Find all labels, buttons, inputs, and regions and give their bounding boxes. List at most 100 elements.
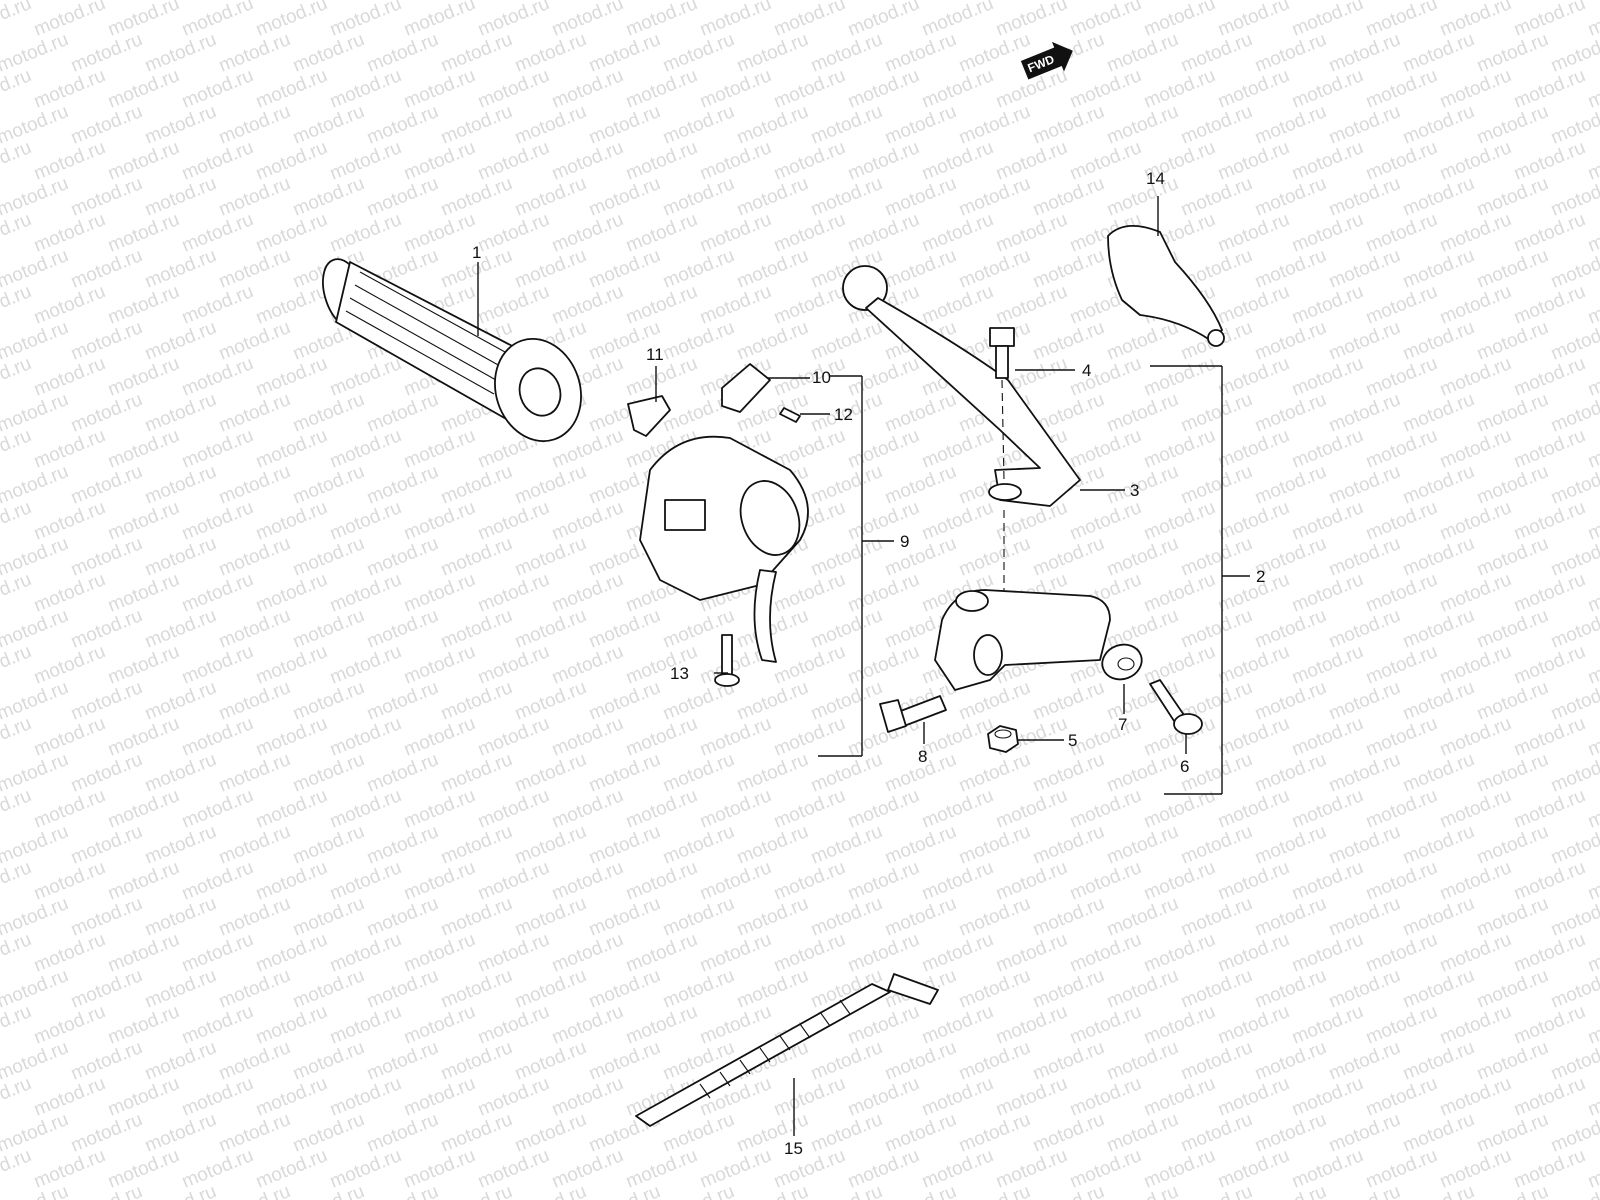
watermark-text: motod.ru [1067,353,1144,401]
watermark-text: motod.ru [1474,29,1551,77]
watermark-text: motod.ru [1363,929,1440,977]
watermark-text: motod.ru [956,101,1033,149]
watermark-text: motod.ru [660,245,737,293]
watermark-text: motod.ru [179,569,256,617]
watermark-text: motod.ru [660,965,737,1013]
watermark-text: motod.ru [808,461,885,509]
watermark-text: motod.ru [1326,1037,1403,1085]
watermark-text: motod.ru [1326,749,1403,797]
watermark-text: motod.ru [1326,821,1403,869]
watermark-text: motod.ru [1363,641,1440,689]
watermark-text: motod.ru [216,173,293,221]
watermark-text: motod.ru [1511,857,1588,905]
watermark-text: motod.ru [1585,1145,1600,1193]
watermark-text: motod.ru [31,785,108,833]
watermark-text: motod.ru [1437,209,1514,257]
watermark-text: motod.ru [808,29,885,77]
watermark-text: motod.ru [1363,857,1440,905]
watermark-text: motod.ru [364,893,441,941]
watermark-text: motod.ru [1252,1181,1329,1200]
watermark-text: motod.ru [253,569,330,617]
watermark-text: motod.ru [697,713,774,761]
watermark-text: motod.ru [364,1037,441,1085]
watermark-text: motod.ru [734,101,811,149]
watermark-text: motod.ru [845,353,922,401]
watermark-text: motod.ru [1363,0,1440,41]
watermark-text: motod.ru [1215,641,1292,689]
watermark-text: motod.ru [142,317,219,365]
watermark-text: motod.ru [512,821,589,869]
watermark-text: motod.ru [438,749,515,797]
watermark-text: motod.ru [734,965,811,1013]
watermark-text: motod.ru [1474,821,1551,869]
watermark-text: motod.ru [253,137,330,185]
watermark-text: motod.ru [1363,425,1440,473]
watermark-text: motod.ru [31,713,108,761]
watermark-text: motod.ru [623,209,700,257]
watermark-text: motod.ru [475,641,552,689]
watermark-text: motod.ru [327,1073,404,1121]
watermark-text: motod.ru [1215,1001,1292,1049]
watermark-text: motod.ru [1178,389,1255,437]
watermark-text: motod.ru [1400,101,1477,149]
watermark-text: motod.ru [734,1181,811,1200]
watermark-text: motod.ru [808,317,885,365]
watermark-text: motod.ru [68,173,145,221]
watermark-text: motod.ru [179,0,256,41]
watermark-text: motod.ru [142,1181,219,1200]
adjuster-part [1101,643,1143,681]
watermark-text: motod.ru [919,0,996,41]
watermark-text: motod.ru [882,533,959,581]
watermark-text: motod.ru [1178,29,1255,77]
watermark-text: motod.ru [401,65,478,113]
watermark-text: motod.ru [1474,173,1551,221]
watermark-text: motod.ru [1178,605,1255,653]
watermark-text: motod.ru [0,29,71,77]
watermark-text: motod.ru [290,173,367,221]
watermark-text: motod.ru [771,785,848,833]
watermark-text: motod.ru [734,893,811,941]
watermark-text: motod.ru [1437,1001,1514,1049]
watermark-text: motod.ru [1326,965,1403,1013]
watermark-text: motod.ru [253,1073,330,1121]
callout-13: 13 [670,664,689,683]
watermark-text: motod.ru [1437,353,1514,401]
watermark-text: motod.ru [1178,821,1255,869]
watermark-text: motod.ru [1474,677,1551,725]
watermark-text: motod.ru [1141,1073,1218,1121]
watermark-text: motod.ru [845,1145,922,1193]
watermark-text: motod.ru [105,1145,182,1193]
watermark-text: motod.ru [512,677,589,725]
watermark-text: motod.ru [1104,101,1181,149]
watermark-text: motod.ru [1067,425,1144,473]
watermark-text: motod.ru [216,245,293,293]
callout-14: 14 [1146,169,1165,188]
watermark-text: motod.ru [845,497,922,545]
watermark-text: motod.ru [1215,209,1292,257]
watermark-text: motod.ru [253,929,330,977]
watermark-text: motod.ru [1289,497,1366,545]
watermark-text: motod.ru [0,1037,71,1085]
watermark-text: motod.ru [1585,0,1600,41]
watermark-text: motod.ru [1289,641,1366,689]
watermark-text: motod.ru [179,209,256,257]
watermark-text: motod.ru [364,605,441,653]
callout-15: 15 [784,1139,803,1158]
watermark-text: motod.ru [1252,101,1329,149]
watermark-text: motod.ru [993,857,1070,905]
watermark-text: motod.ru [179,137,256,185]
watermark-text: motod.ru [401,497,478,545]
watermark-text: motod.ru [845,209,922,257]
watermark-text: motod.ru [1363,209,1440,257]
watermark-text: motod.ru [1178,1109,1255,1157]
watermark-text: motod.ru [882,1181,959,1200]
watermark-text: motod.ru [1437,65,1514,113]
watermark-text: motod.ru [1363,65,1440,113]
watermark-text: motod.ru [1400,173,1477,221]
watermark-text: motod.ru [216,1109,293,1157]
watermark-text: motod.ru [290,1109,367,1157]
watermark-text: motod.ru [364,533,441,581]
watermark-text: motod.ru [1400,389,1477,437]
watermark-text: motod.ru [586,29,663,77]
watermark-text: motod.ru [623,713,700,761]
